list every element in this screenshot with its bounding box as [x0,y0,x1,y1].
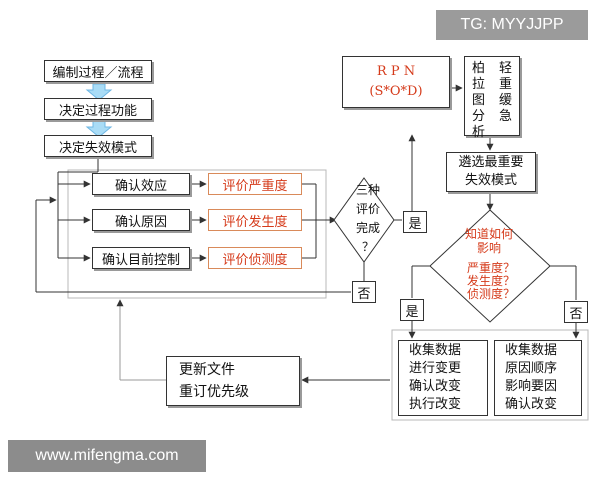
decision1-yes-label: 是 [403,211,427,233]
decision-know-how-to-affect [429,209,551,323]
pareto-priority-box: 柏 拉 图 分 析 轻 重 缓 急 [464,56,520,140]
decision-evaluations-done [333,177,395,263]
select-critical-failure-modes: 遴选最重要 失效模式 [446,152,536,192]
action-confirm-effect: 确认效应 [92,173,190,195]
watermark-top: TG: MYYJJPP [436,10,588,40]
decision2-label: 知道如何 影响 [465,227,514,255]
step-define-failure-mode: 决定失效模式 [44,135,152,157]
flow-arrow-icon [85,83,113,138]
evaluate-severity: 评价严重度 [208,173,302,195]
pareto-analysis: 柏 拉 图 分 析 [471,61,485,140]
decision2-no-label: 否 [564,301,588,323]
action-confirm-controls: 确认目前控制 [92,247,190,269]
step-define-function: 决定过程功能 [44,98,152,120]
decision1-no-label: 否 [352,281,376,303]
update-documents-box: 更新文件 重订优先级 [166,356,300,406]
step-prepare-process: 编制过程／流程 [44,60,152,82]
priority-ranking: 轻 重 缓 急 [498,61,512,124]
decision1-label: 三种 评价 完成 ？ [356,183,381,254]
rpn-formula: (S*O*D) [369,84,423,99]
evaluate-detection: 评价侦测度 [208,247,302,269]
evaluate-occurrence: 评价发生度 [208,209,302,231]
action-confirm-cause: 确认原因 [92,209,190,231]
watermark-bottom: www.mifengma.com [8,440,206,472]
decision2-questions: 严重度？ 发生度？ 侦测度？ [467,261,516,301]
rpn-box: R P N (S*O*D) [342,56,450,108]
collect-data-no-box: 收集数据 原因顺序 影响要因 确认改变 [494,340,582,416]
rpn-title: R P N [376,64,416,79]
decision2-yes-label: 是 [400,299,424,321]
collect-data-yes-box: 收集数据 进行变更 确认改变 执行改变 [398,340,488,416]
